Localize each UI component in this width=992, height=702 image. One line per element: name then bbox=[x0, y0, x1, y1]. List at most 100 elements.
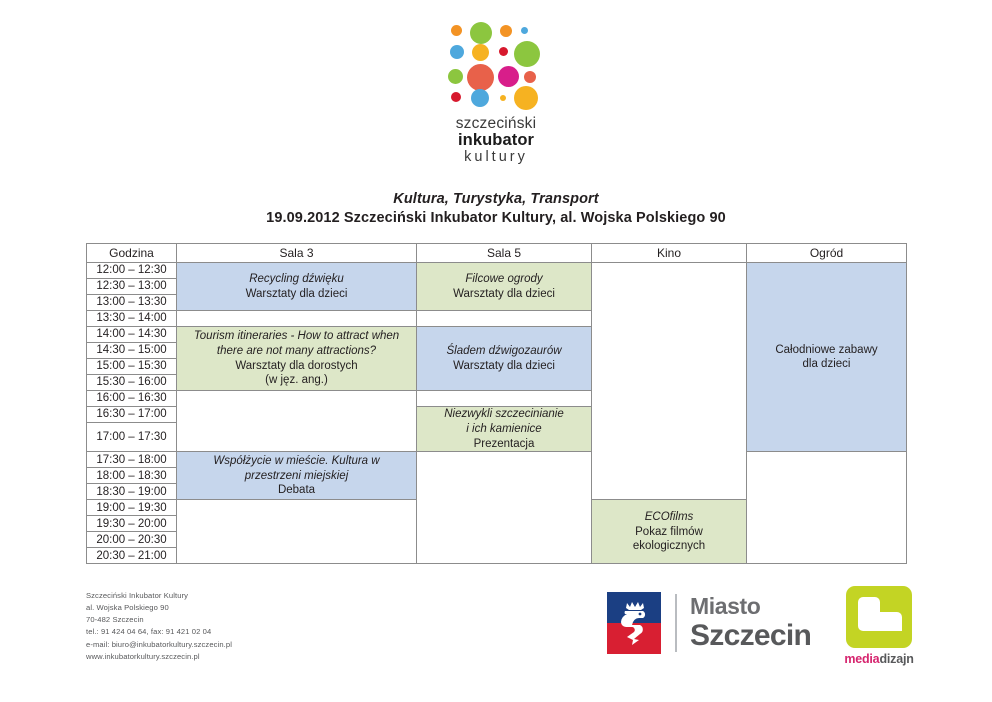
event-calodniowe-zabawy: Całodniowe zabawy dla dzieci bbox=[746, 262, 907, 453]
logo-word-line2: inkubator bbox=[457, 131, 535, 150]
page-title: Kultura, Turystyka, Transport 19.09.2012… bbox=[0, 191, 992, 226]
time-slot: 19:00 – 19:30 bbox=[86, 499, 177, 517]
ogrod-empty bbox=[746, 451, 907, 565]
schedule-table-wrapper: Godzina Sala 3 Sala 5 Kino Ogród 12:00 –… bbox=[86, 243, 907, 565]
event-subtitle-line2: (w jęz. ang.) bbox=[265, 374, 328, 387]
address-line: Szczeciński Inkubator Kultury bbox=[86, 591, 189, 600]
event-subtitle: Warsztaty dla dzieci bbox=[453, 287, 555, 300]
table-row: 12:00 – 12:30 Recycling dźwięku Warsztat… bbox=[86, 262, 907, 501]
time-slot: 16:30 – 17:00 bbox=[86, 406, 177, 424]
time-slot: 13:30 – 14:00 bbox=[86, 310, 177, 328]
time-slot: 17:00 – 17:30 bbox=[86, 422, 177, 453]
time-slot: 17:30 – 18:00 bbox=[86, 451, 177, 469]
table-row: 14:00 – 14:30 Tourism itineraries - How … bbox=[86, 326, 907, 392]
szczecin-coat-of-arms-icon bbox=[607, 592, 661, 654]
event-title-line2: there are not many attractions? bbox=[216, 345, 377, 358]
event-wspolzycie-w-miescie: Współżycie w mieście. Kultura w przestrz… bbox=[176, 451, 417, 501]
column-header-sala-3: Sala 3 bbox=[176, 243, 417, 264]
time-slot: 16:00 – 16:30 bbox=[86, 390, 177, 408]
address-line: 70-482 Szczecin bbox=[86, 615, 144, 625]
logo-dot-grid bbox=[448, 22, 544, 110]
event-title-line2: dla dzieci bbox=[802, 358, 851, 371]
time-slot: 18:30 – 19:00 bbox=[86, 483, 177, 501]
table-row: 17:30 – 18:00 Współżycie w mieście. Kult… bbox=[86, 451, 907, 565]
event-date-venue: 19.09.2012 Szczeciński Inkubator Kultury… bbox=[266, 210, 726, 227]
page-footer: Szczeciński Inkubator Kultury al. Wojska… bbox=[0, 584, 992, 676]
logo-dot-11 bbox=[524, 71, 536, 83]
time-slot: 12:30 – 13:00 bbox=[86, 278, 177, 296]
event-sladem-dzwigozaurow: Śladem dźwigozaurów Warsztaty dla dzieci bbox=[416, 326, 592, 392]
event-subtitle: Prezentacja bbox=[473, 437, 535, 450]
time-slot: 15:00 – 15:30 bbox=[86, 358, 177, 376]
time-slot: 14:30 – 15:00 bbox=[86, 342, 177, 360]
mediadizajn-mark-icon bbox=[846, 586, 912, 648]
organization-logo: szczeciński inkubator kultury bbox=[0, 0, 992, 165]
event-title: Recycling dźwięku bbox=[249, 273, 344, 286]
address-line: tel.: 91 424 04 64, fax: 91 421 02 04 bbox=[86, 627, 212, 637]
logo-dot-7 bbox=[514, 41, 540, 67]
table-row: 20:30 – 21:00 bbox=[86, 547, 907, 565]
logo-dot-4 bbox=[450, 45, 464, 59]
mediadizajn-logo: mediadizajn bbox=[841, 586, 917, 666]
miasto-line1: Miasto bbox=[690, 593, 761, 619]
address-line: al. Wojska Polskiego 90 bbox=[86, 603, 169, 613]
event-tourism-itineraries: Tourism itineraries - How to attract whe… bbox=[176, 326, 417, 392]
mediadizajn-word-b: dizajn bbox=[879, 652, 914, 666]
column-header-kino: Kino bbox=[591, 243, 747, 264]
mark-notch-b bbox=[880, 612, 902, 631]
contact-address-block: Szczeciński Inkubator Kultury al. Wojska… bbox=[86, 590, 232, 663]
table-row: 13:30 – 14:00 bbox=[86, 310, 907, 328]
logo-dot-12 bbox=[451, 92, 461, 102]
column-header-sala-5: Sala 5 bbox=[416, 243, 592, 264]
logo-word-line3: kultury bbox=[464, 148, 528, 165]
event-ecofilms: ECOfilms Pokaz filmów ekologicznych bbox=[591, 499, 747, 565]
table-row: 16:30 – 17:00 Niezwykli szczecinianie i … bbox=[86, 406, 907, 453]
time-slot: 19:30 – 20:00 bbox=[86, 515, 177, 533]
event-subtitle-line1: Pokaz filmów bbox=[635, 525, 703, 538]
event-title-line1: Współżycie w mieście. Kultura w bbox=[213, 454, 380, 467]
event-subtitle-line1: Warsztaty dla dorostych bbox=[235, 359, 358, 372]
miasto-szczecin-logo: Miasto Szczecin bbox=[607, 590, 812, 656]
logo-wordmark: szczeciński inkubator kultury bbox=[456, 115, 537, 165]
logo-dot-15 bbox=[514, 86, 538, 110]
logo-dot-0 bbox=[451, 25, 462, 36]
event-title-line2: przestrzeni miejskiej bbox=[244, 469, 349, 482]
time-slot: 20:00 – 20:30 bbox=[86, 531, 177, 549]
logo-dot-10 bbox=[498, 66, 519, 87]
event-subtitle: Warsztaty dla dzieci bbox=[453, 359, 555, 372]
event-title: Śladem dźwigozaurów bbox=[446, 345, 562, 358]
event-title: Filcowe ogrody bbox=[465, 273, 543, 286]
time-slot: 15:30 – 16:00 bbox=[86, 374, 177, 392]
mediadizajn-wordmark: mediadizajn bbox=[841, 652, 917, 666]
time-slot: 18:00 – 18:30 bbox=[86, 467, 177, 485]
event-niezwykli-szczecinianie: Niezwykli szczecinianie i ich kamienice … bbox=[416, 406, 592, 453]
event-subtitle-line2: ekologicznych bbox=[632, 540, 706, 553]
mediadizajn-word-a: media bbox=[844, 652, 880, 666]
miasto-line2: Szczecin bbox=[690, 619, 812, 652]
sala5-empty bbox=[416, 390, 592, 408]
time-slot: 12:00 – 12:30 bbox=[86, 262, 177, 280]
event-title-line1: Całodniowe zabawy bbox=[775, 343, 878, 356]
table-row: 18:00 – 18:30 bbox=[86, 467, 907, 485]
time-slot: 13:00 – 13:30 bbox=[86, 294, 177, 312]
event-filcowe-ogrody: Filcowe ogrody Warsztaty dla dzieci bbox=[416, 262, 592, 312]
schedule-table: Godzina Sala 3 Sala 5 Kino Ogród 12:00 –… bbox=[86, 243, 907, 565]
logo-dot-1 bbox=[470, 22, 492, 44]
time-slot: 14:00 – 14:30 bbox=[86, 326, 177, 344]
logo-dot-9 bbox=[467, 64, 494, 91]
event-title-line1: Niezwykli szczecinianie bbox=[444, 408, 564, 421]
table-row: 17:00 – 17:30 bbox=[86, 422, 907, 453]
logo-dot-14 bbox=[500, 95, 506, 101]
table-row: 20:00 – 20:30 bbox=[86, 531, 907, 549]
miasto-wordmark: Miasto Szczecin bbox=[690, 593, 812, 652]
logo-dot-13 bbox=[471, 89, 489, 107]
logo-dot-3 bbox=[521, 27, 528, 34]
event-subtitle: Debata bbox=[277, 484, 316, 497]
event-title-line2: i ich kamienice bbox=[466, 422, 542, 435]
kino-empty-block bbox=[591, 262, 747, 501]
time-slot: 20:30 – 21:00 bbox=[86, 547, 177, 565]
address-line-email: e-mail: biuro@inkubatorkultury.szczecin.… bbox=[86, 639, 232, 649]
address-line-website: www.inkubatorkultury.szczecin.pl bbox=[86, 651, 200, 661]
sala5-empty bbox=[416, 451, 592, 565]
column-header-godzina: Godzina bbox=[86, 243, 177, 264]
